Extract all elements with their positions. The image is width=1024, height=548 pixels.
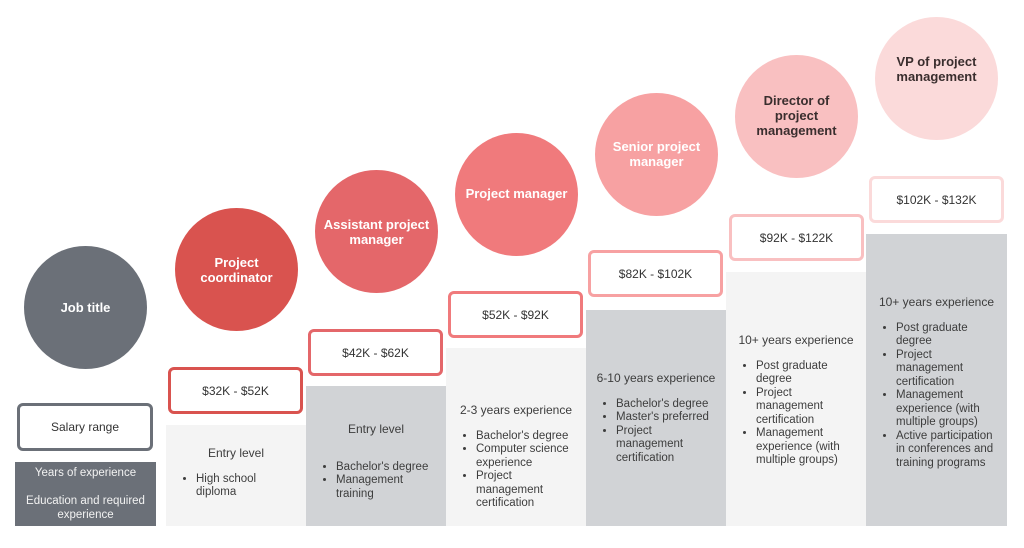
requirement-item: Management training (336, 474, 438, 501)
level-6-title: VP of project management (896, 53, 977, 84)
requirement-item: High school diploma (196, 473, 298, 500)
level-4-salary-box: $82K - $102K (588, 250, 723, 297)
requirement-item: Master's preferred (616, 411, 718, 425)
legend-years-label: Years of experience (34, 467, 137, 479)
requirement-item: Project management certification (476, 470, 578, 511)
requirement-item: Project management certification (896, 349, 999, 390)
requirement-item: Management experience (with multiple gro… (756, 427, 858, 468)
requirement-item: Bachelor's degree (476, 430, 578, 444)
level-2-experience: Entry level (347, 422, 405, 436)
requirement-item: Computer science experience (476, 443, 578, 470)
level-4-title-circle: Senior project manager (595, 93, 718, 216)
level-5-experience: 10+ years experience (738, 333, 854, 347)
level-2-details: Entry level Bachelor's degree Management… (306, 386, 446, 526)
legend-salary-range-label: Salary range (50, 420, 120, 434)
level-4-title: Senior project manager (612, 138, 701, 169)
level-6-title-circle: VP of project management (875, 17, 998, 140)
level-4-requirements: Bachelor's degree Master's preferred Pro… (594, 398, 718, 466)
level-1-title: Project coordinator (200, 254, 273, 285)
level-6-requirements: Post graduate degree Project management … (874, 322, 999, 471)
level-3-salary-box: $52K - $92K (448, 291, 583, 338)
requirement-item: Post graduate degree (896, 322, 999, 349)
legend-job-title-circle: Job title (24, 246, 147, 369)
level-5-salary-box: $92K - $122K (729, 214, 864, 261)
level-5-salary: $92K - $122K (759, 230, 834, 245)
legend-education-label: Education and required experience (26, 495, 145, 521)
level-4-salary: $82K - $102K (618, 266, 693, 281)
level-1-details: Entry level High school diploma (166, 425, 306, 526)
level-3-salary: $52K - $92K (482, 307, 549, 322)
level-1-salary: $32K - $52K (202, 383, 269, 398)
level-1-experience: Entry level (207, 446, 265, 460)
requirement-item: Project management certification (756, 387, 858, 428)
legend-job-title-label: Job title (60, 300, 111, 315)
level-6-salary-box: $102K - $132K (869, 176, 1004, 223)
level-5-requirements: Post graduate degree Project management … (734, 360, 858, 468)
requirement-item: Bachelor's degree (336, 461, 438, 475)
level-4-experience: 6-10 years experience (596, 371, 716, 385)
level-1-requirements: High school diploma (174, 473, 298, 500)
requirement-item: Post graduate degree (756, 360, 858, 387)
level-2-salary: $42K - $62K (342, 345, 409, 360)
level-3-title: Project manager (465, 186, 568, 201)
level-1-salary-box: $32K - $52K (168, 367, 303, 414)
level-1-title-circle: Project coordinator (175, 208, 298, 331)
level-6-experience: 10+ years experience (878, 295, 995, 309)
level-3-experience: 2-3 years experience (459, 403, 573, 417)
level-2-title-circle: Assistant project manager (315, 170, 438, 293)
level-3-title-circle: Project manager (455, 133, 578, 256)
requirement-item: Bachelor's degree (616, 398, 718, 412)
level-4-details: 6-10 years experience Bachelor's degree … (586, 310, 726, 526)
level-2-title: Assistant project manager (323, 216, 430, 247)
requirement-item: Active participation in conferences and … (896, 430, 999, 471)
level-2-requirements: Bachelor's degree Management training (314, 461, 438, 502)
requirement-item: Project management certification (616, 425, 718, 466)
requirement-item: Management experience (with multiple gro… (896, 389, 999, 430)
level-2-salary-box: $42K - $62K (308, 329, 443, 376)
level-3-requirements: Bachelor's degree Computer science exper… (454, 430, 578, 511)
level-5-title-circle: Director of project management (735, 55, 858, 178)
level-3-details: 2-3 years experience Bachelor's degree C… (446, 348, 586, 526)
level-5-title: Director of project management (756, 93, 837, 138)
level-5-details: 10+ years experience Post graduate degre… (726, 272, 866, 526)
level-6-details: 10+ years experience Post graduate degre… (866, 234, 1007, 526)
legend-details-block: Years of experience Education and requir… (15, 462, 156, 526)
level-6-salary: $102K - $132K (896, 192, 977, 207)
legend-salary-range-box: Salary range (17, 403, 153, 451)
